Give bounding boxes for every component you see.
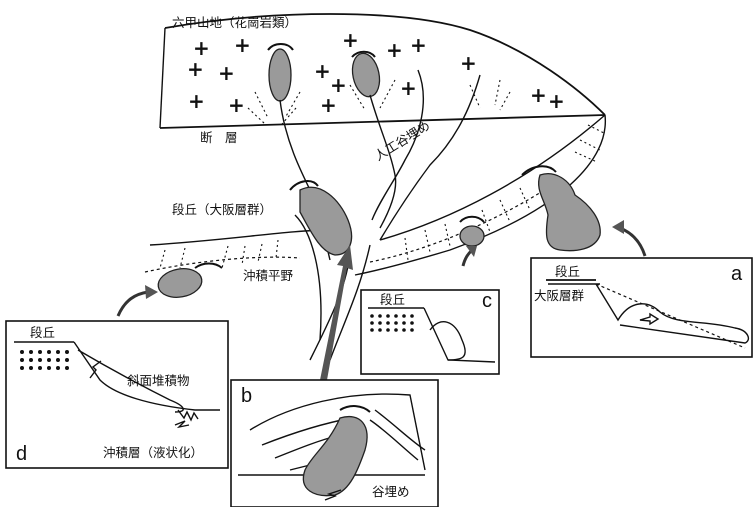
- fault-label: 断 層: [200, 130, 238, 145]
- panel-d-terrace: 段丘: [30, 325, 55, 340]
- landslide-mass-d: [156, 265, 204, 300]
- svg-text:+: +: [234, 33, 251, 57]
- panel-d-slope-deposit: 斜面堆積物: [127, 373, 190, 388]
- panel-b-letter: b: [241, 385, 252, 407]
- panel-b: b 谷埋め: [231, 380, 438, 507]
- landslide-mass-3: [300, 187, 352, 255]
- svg-text:+: +: [342, 28, 359, 52]
- artificial-fill-label: 人工谷埋め: [372, 118, 433, 164]
- svg-text:+: +: [218, 61, 235, 85]
- panel-a: a 段丘 大阪層群: [531, 258, 752, 357]
- svg-text:+: +: [410, 33, 427, 57]
- svg-text:+: +: [530, 83, 547, 107]
- svg-text:+: +: [187, 57, 204, 81]
- mountain-label: 六甲山地（花崗岩類）: [172, 15, 297, 30]
- landslide-mass-2: [349, 51, 384, 99]
- panel-c: c 段丘: [361, 290, 499, 374]
- panel-d-letter: d: [16, 443, 27, 465]
- landslide-mass-c: [460, 226, 484, 246]
- svg-text:+: +: [314, 59, 331, 83]
- landslide-mass-a: [539, 174, 601, 251]
- terrace-label: 段丘（大阪層群）: [172, 202, 272, 217]
- svg-text:+: +: [320, 93, 337, 117]
- panel-a-terrace: 段丘: [555, 264, 580, 279]
- panel-c-terrace: 段丘: [380, 292, 405, 307]
- panel-c-letter: c: [482, 290, 492, 312]
- svg-text:+: +: [228, 93, 245, 117]
- svg-text:+: +: [548, 89, 565, 113]
- panel-a-osaka-group: 大阪層群: [534, 288, 585, 303]
- svg-text:+: +: [400, 76, 417, 100]
- panel-a-letter: a: [731, 263, 743, 285]
- landslide-mass-1: [269, 49, 291, 101]
- alluvial-plain-label: 沖積平野: [243, 268, 294, 283]
- panel-b-valley-fill: 谷埋め: [372, 484, 410, 499]
- panel-d: d 段丘 斜面堆積物 沖積層（液状化）: [6, 321, 228, 468]
- panel-d-alluvium: 沖積層（液状化）: [103, 445, 203, 460]
- svg-text:+: +: [386, 38, 403, 62]
- svg-text:+: +: [188, 89, 205, 113]
- svg-text:+: +: [460, 51, 477, 75]
